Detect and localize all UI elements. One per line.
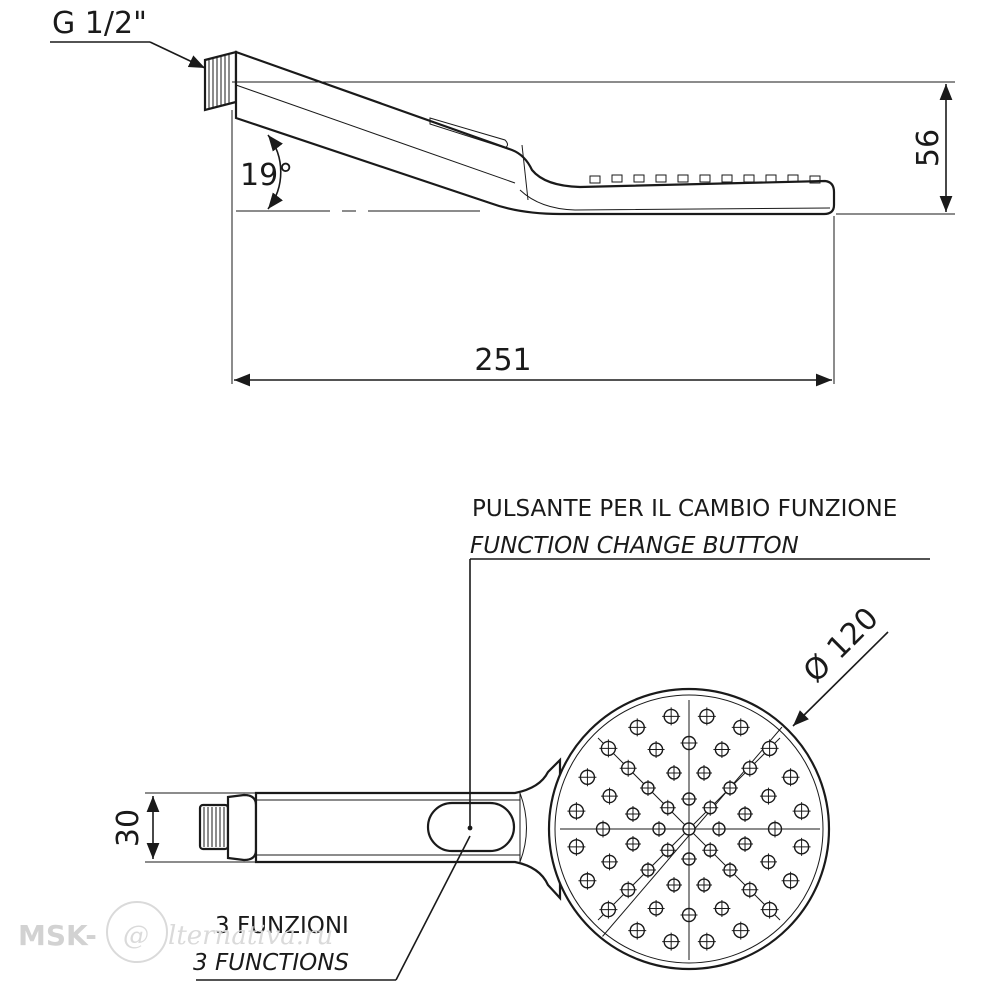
button-label-english: FUNCTION CHANGE BUTTON [470,533,799,559]
nozzle-pattern [560,700,820,960]
thread-size-label: G 1/2" [52,6,147,41]
height-dimension-label: 56 [911,129,946,167]
thread-fitting [203,50,238,112]
length-dimension-label: 251 [474,343,531,378]
side-view: 56 251 19° G 1/2" [50,6,955,387]
watermark-at-symbol: @ [123,921,149,951]
handle-body [234,50,836,216]
width-dimension-label: 30 [111,809,146,847]
functions-label-italian: 3 FUNZIONI [215,913,349,939]
watermark: MSK- @ lternativa.ru [18,901,333,963]
diameter-dimension-label: Ø 120 [797,601,886,690]
front-view: 30 Ø 120 PULSANTE PER IL CAMBIO FUNZIONE… [111,496,930,981]
watermark-brand: MSK- [18,919,97,952]
button-label-italian: PULSANTE PER IL CAMBIO FUNZIONE [472,496,897,522]
connector-nut [198,793,258,862]
functions-label-english: 3 FUNCTIONS [193,950,349,976]
front-handle [254,757,562,901]
watermark-script: lternativa.ru [168,921,333,951]
head-nozzles [589,174,821,184]
angle-dimension-label: 19° [240,158,293,193]
